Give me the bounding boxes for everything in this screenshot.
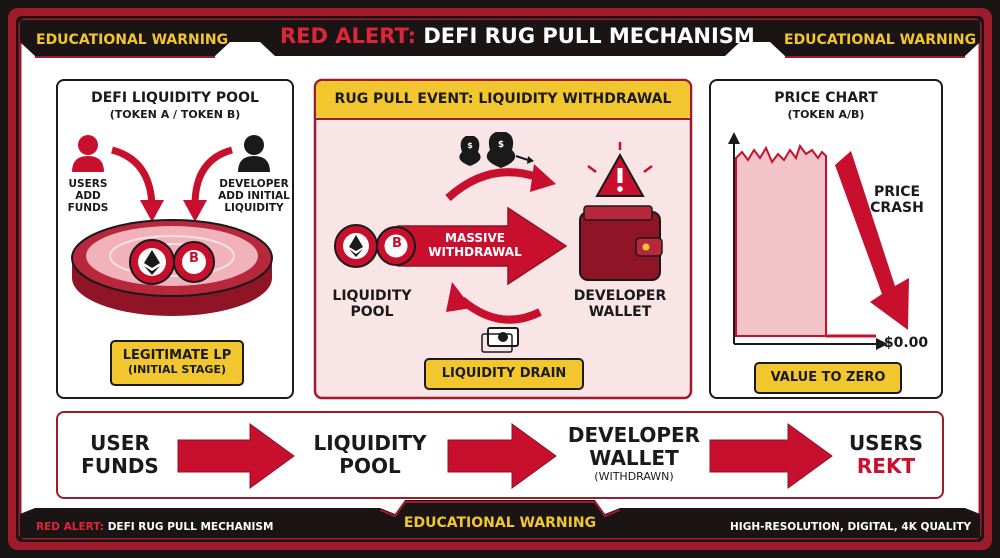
zero-value-label: $0.00 <box>883 335 929 351</box>
pool-panel-title: DEFI LIQUIDITY POOL <box>91 90 259 106</box>
footer-right: HIGH-RESOLUTION, DIGITAL, 4K QUALITY <box>730 521 972 533</box>
warning-left: EDUCATIONAL WARNING <box>36 32 229 48</box>
value-to-zero-badge: VALUE TO ZERO <box>754 362 902 394</box>
liquidity-drain-badge: LIQUIDITY DRAIN <box>424 358 584 390</box>
footer-center-warning: EDUCATIONAL WARNING <box>403 515 597 531</box>
legitimate-lp-badge: LEGITIMATE LP (INITIAL STAGE) <box>110 340 244 386</box>
pool-panel-subtitle: (TOKEN A / TOKEN B) <box>109 108 241 121</box>
title-main: DEFI RUG PULL MECHANISM <box>423 24 755 48</box>
rug-panel-title: RUG PULL EVENT: LIQUIDITY WITHDRAWAL <box>334 91 672 107</box>
page-title: RED ALERT: DEFI RUG PULL MECHANISM <box>280 24 755 48</box>
chart-panel-subtitle: (TOKEN A/B) <box>787 108 865 121</box>
rug-token-b: B <box>392 236 402 251</box>
money-bag-dollar-2: $ <box>497 140 505 150</box>
money-bag-icon <box>459 132 516 168</box>
money-bag-dollar: $ <box>467 141 473 150</box>
title-alert: RED ALERT: <box>280 24 417 48</box>
warning-right: EDUCATIONAL WARNING <box>784 32 977 48</box>
footer-left: RED ALERT: DEFI RUG PULL MECHANISM <box>36 521 274 533</box>
chart-panel-title: PRICE CHART <box>774 90 878 106</box>
flow-users-rekt: USERS REKT <box>848 431 924 478</box>
